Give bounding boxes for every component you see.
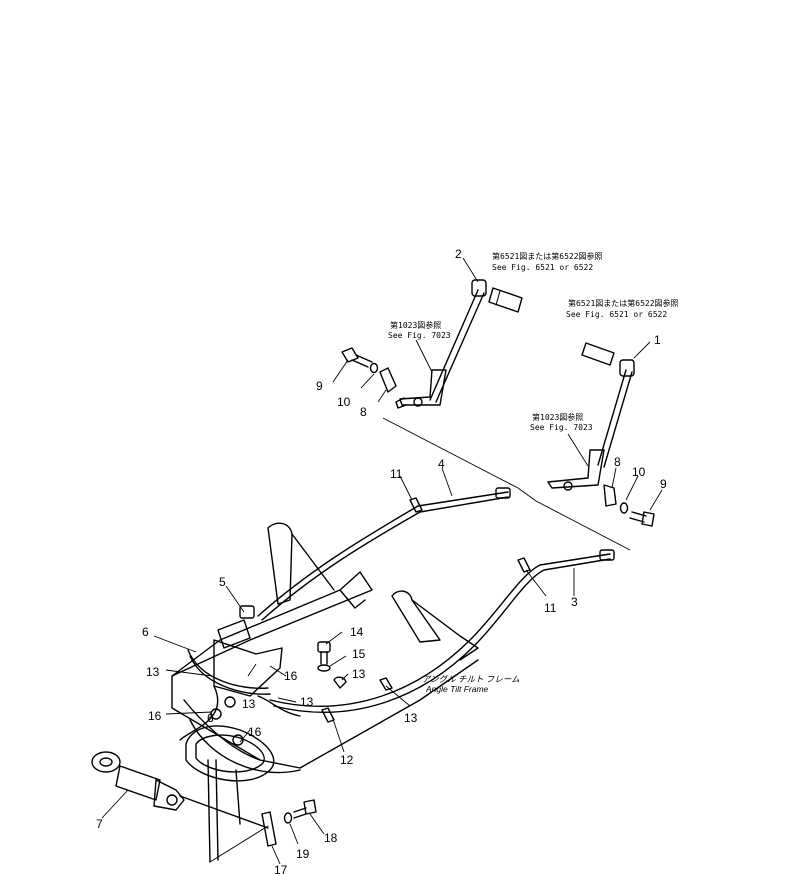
part-label-5: 5	[219, 575, 226, 589]
bracket-17-bolt-18	[261, 799, 317, 847]
bolt-14-washer-15	[317, 641, 331, 672]
part-label-2: 2	[455, 247, 462, 261]
cylinder-7	[91, 751, 269, 829]
part-label-16a: 16	[284, 669, 298, 683]
part-label-11: 11	[390, 467, 403, 481]
lever-assembly-right	[547, 342, 635, 507]
part-label-13c: 13	[300, 695, 314, 709]
part-label-10b: 10	[632, 465, 646, 479]
part-label-4: 4	[438, 457, 445, 471]
frame-label-jp: アングル チルト フレーム	[422, 674, 520, 684]
note-ref-6521-top-jp: 第6521図または第6522図参照	[492, 251, 603, 261]
leader-lines	[101, 257, 663, 865]
part-label-18: 18	[324, 831, 338, 845]
part-label-16b: 16	[148, 709, 162, 723]
frame-label-en: Angle Tilt Frame	[425, 684, 489, 694]
part-label-13d: 13	[404, 711, 418, 725]
part-label-11b: 11	[544, 601, 557, 615]
bolt-washer-left	[341, 347, 379, 374]
note-ref-6521-top-en: See Fig. 6521 or 6522	[492, 263, 593, 272]
linkage-lines	[382, 417, 631, 551]
part-label-9b: 9	[660, 477, 667, 491]
part-label-16c: 16	[248, 725, 262, 739]
note-ref-7023-left-en: See Fig. 7023	[388, 331, 451, 340]
part-labels: 1 2 3 4 5 6 6 7 8 8 9 9 10 10 11 11 12 1…	[96, 247, 667, 874]
part-label-14: 14	[350, 625, 364, 639]
part-label-8: 8	[360, 405, 367, 419]
part-label-13b: 13	[352, 667, 366, 681]
angle-tilt-frame	[171, 522, 479, 863]
part-label-9: 9	[316, 379, 323, 393]
note-ref-6521-right-jp: 第6521図または第6522図参照	[568, 298, 679, 308]
part-label-1: 1	[654, 333, 661, 347]
note-ref-7023-right-jp: 第1023図参照	[532, 412, 583, 422]
reference-notes: 第6521図または第6522図参照 See Fig. 6521 or 6522 …	[388, 251, 679, 694]
note-ref-6521-right-en: See Fig. 6521 or 6522	[566, 310, 667, 319]
part-label-3: 3	[571, 595, 578, 609]
note-ref-7023-right-en: See Fig. 7023	[530, 423, 593, 432]
note-ref-7023-left-jp: 第1023図参照	[390, 320, 441, 330]
lever-assembly-left	[379, 279, 523, 409]
part-label-12: 12	[340, 753, 354, 767]
clamps-13	[321, 676, 393, 723]
bolt-washer-right	[619, 502, 655, 527]
part-label-19: 19	[296, 847, 310, 861]
part-label-13a: 13	[146, 665, 160, 679]
part-label-15: 15	[352, 647, 366, 661]
part-label-8b: 8	[614, 455, 621, 469]
part-label-6b: 6	[207, 711, 214, 725]
part-label-17: 17	[274, 863, 288, 874]
part-label-10: 10	[337, 395, 351, 409]
cable-4	[257, 487, 511, 621]
valve-block	[179, 605, 301, 746]
cable-3	[269, 549, 615, 713]
part-label-7: 7	[96, 817, 103, 831]
part-label-6: 6	[142, 625, 149, 639]
part-label-13e: 13	[242, 697, 256, 711]
